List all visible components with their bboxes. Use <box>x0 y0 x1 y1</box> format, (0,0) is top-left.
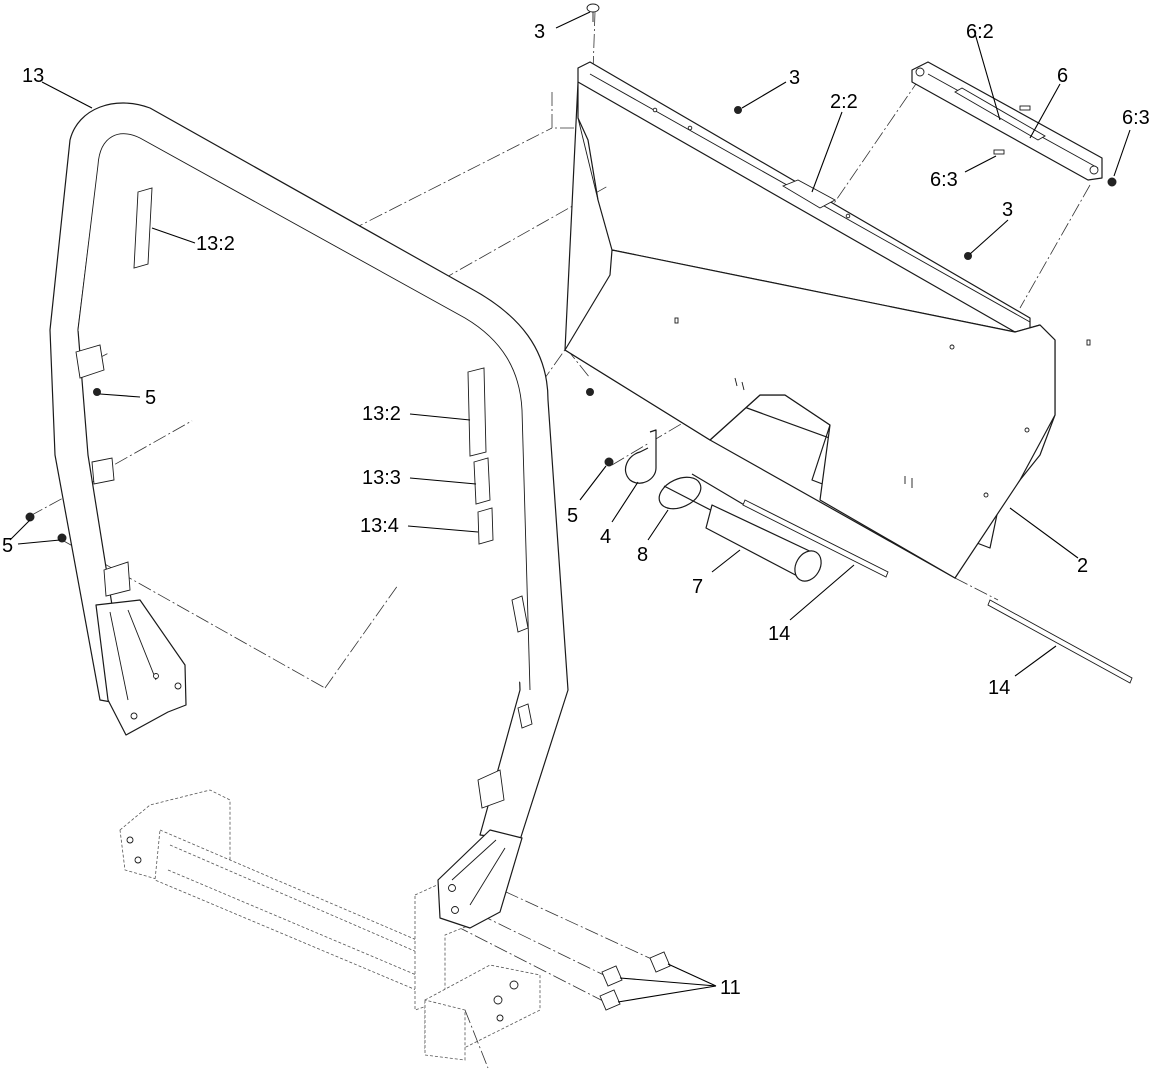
nut-5-left-a <box>25 512 35 522</box>
bar-bracket <box>517 703 533 729</box>
phantom-line <box>1019 184 1091 309</box>
frame-crossmember-ghost <box>119 789 541 1069</box>
roll-bar-13 <box>49 102 569 929</box>
phantom-line <box>94 127 553 361</box>
bar-bracket <box>91 457 115 485</box>
callout-2: 2 <box>1077 555 1088 577</box>
clamp-4 <box>625 429 657 484</box>
callout-6-3-right: 6:3 <box>1122 107 1150 129</box>
phantom-line <box>592 11 596 73</box>
hardware <box>25 3 972 1011</box>
phantom-line <box>459 927 606 1003</box>
callout-3-top: 3 <box>534 21 545 43</box>
callout-4: 4 <box>600 526 611 548</box>
bolt-11-c <box>599 989 621 1011</box>
callout-6-2: 6:2 <box>966 21 994 43</box>
roll-bar-inner-edge <box>77 133 531 691</box>
callout-13-2-mid: 13:2 <box>362 403 401 425</box>
callout-5-mid: 5 <box>567 505 578 527</box>
phantom-line <box>449 899 611 979</box>
shield-face <box>564 249 1056 579</box>
bar-bracket <box>103 561 131 597</box>
bar-bracket <box>75 344 105 379</box>
bracket-6 <box>911 61 1117 187</box>
callouts: 3 3 2:2 6:2 6 6:3 6:3 3 13 13:2 5 5 13:2… <box>2 21 1150 999</box>
callout-6-3-left: 6:3 <box>930 169 958 191</box>
bar-bracket <box>511 595 529 633</box>
decal-6-2 <box>954 87 1046 141</box>
stud-6-3 <box>993 149 1005 155</box>
callout-3-right: 3 <box>1002 199 1013 221</box>
nut-5-bar <box>93 388 101 396</box>
canister-assembly <box>625 429 1133 684</box>
right-foot-plate <box>437 829 523 929</box>
rod-14-right <box>987 599 1133 684</box>
bolt-11-a <box>649 951 671 973</box>
bolt-3-top <box>586 3 600 13</box>
callout-2-2: 2:2 <box>830 91 858 113</box>
phantom-line <box>954 577 999 601</box>
callout-8: 8 <box>637 544 648 566</box>
decal-2-2 <box>781 179 836 209</box>
bolt-11-b <box>601 965 623 987</box>
callout-6: 6 <box>1057 65 1068 87</box>
stud-6-3 <box>1019 105 1031 111</box>
phantom-line <box>827 77 921 213</box>
callout-14-mid: 14 <box>768 623 790 645</box>
rod-14-mid <box>742 499 889 578</box>
bar-bracket <box>477 769 505 809</box>
nut-6-3 <box>1107 177 1117 187</box>
callout-5-bar: 5 <box>145 387 156 409</box>
callout-11: 11 <box>720 977 741 999</box>
callout-13-2-left: 13:2 <box>196 233 235 255</box>
nut-5-left-b <box>57 533 67 543</box>
shield-panel-2 <box>564 61 1091 579</box>
callout-13-3: 13:3 <box>362 467 401 489</box>
left-foot-plate <box>95 599 187 736</box>
nut-5-mid <box>604 457 614 467</box>
decal-13-2-left <box>133 187 153 269</box>
callout-5-left: 5 <box>2 535 13 557</box>
tube-8 <box>658 476 702 510</box>
leader-lines <box>9 11 1131 1003</box>
decal-13-2-mid <box>467 367 487 457</box>
callout-14-right: 14 <box>988 677 1010 699</box>
phantom-line <box>551 92 578 129</box>
callout-3-mid: 3 <box>789 67 800 89</box>
callout-7: 7 <box>692 576 703 598</box>
decal-13-4 <box>477 507 494 545</box>
callout-13-4: 13:4 <box>360 515 399 537</box>
callout-13: 13 <box>22 65 44 87</box>
bolt-3-mid <box>734 106 742 114</box>
decal-13-3 <box>473 457 491 505</box>
bolt-3-right <box>964 252 972 260</box>
canister-7-cap <box>794 550 822 582</box>
nut-panel <box>586 388 594 396</box>
phantom-line <box>479 879 659 963</box>
